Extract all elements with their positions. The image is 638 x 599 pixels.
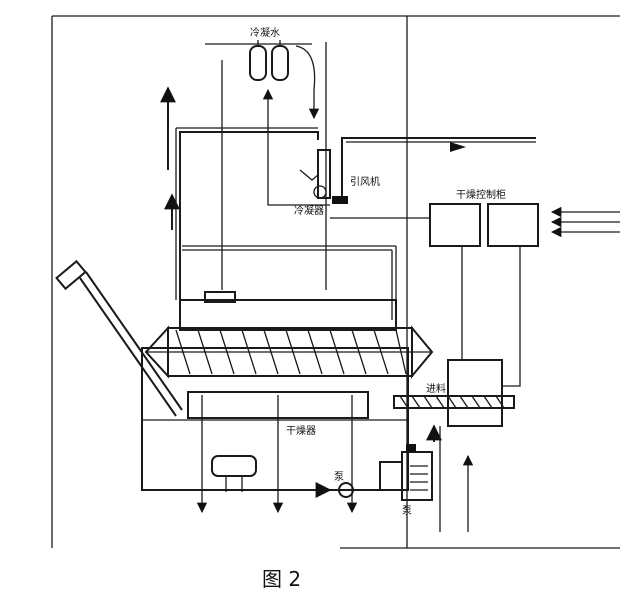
control-cabinet-left — [429, 203, 481, 247]
drive-shaft — [393, 395, 515, 409]
dryer-flange — [204, 291, 236, 303]
control-cabinet-right — [487, 203, 539, 247]
control-cabinet-label: 干燥控制柜 — [456, 188, 506, 201]
feed-label: 进料 — [426, 382, 446, 395]
condenser-label: 冷凝器 — [294, 204, 324, 217]
feed-arm — [55, 259, 183, 417]
small-tank — [211, 455, 257, 477]
cooling-water-label: 冷凝水 — [250, 26, 280, 39]
drive-motor — [447, 359, 503, 427]
condenser — [317, 149, 331, 199]
top-pipe — [179, 131, 319, 300]
outlet-pipe — [341, 137, 536, 196]
figure-caption: 图 2 — [262, 567, 301, 591]
cooling-water-filters — [205, 40, 320, 290]
dryer-upper — [179, 299, 397, 331]
pump-label: 泵 — [334, 471, 344, 483]
fan-box — [332, 196, 348, 204]
screw-conveyor — [144, 325, 434, 379]
pump-cabinet — [401, 451, 433, 501]
outlet-arrow — [450, 142, 466, 152]
fan-label: 引风机 — [350, 175, 380, 188]
dryer-label: 干燥器 — [286, 425, 316, 437]
pump-small-label: 泵 — [402, 505, 412, 517]
